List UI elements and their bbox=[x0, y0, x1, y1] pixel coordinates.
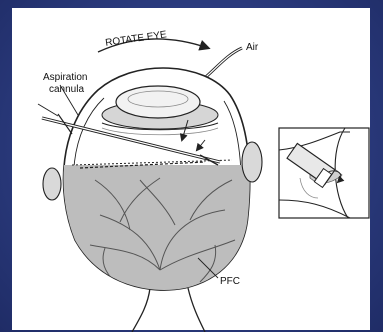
rotate-eye-label: ROTATE EYE bbox=[105, 29, 168, 49]
aspiration-cannula-label-1: Aspiration bbox=[43, 72, 87, 83]
left-muscle bbox=[43, 168, 61, 200]
aspiration-cannula-label-2: cannula bbox=[49, 84, 84, 95]
optic-nerve bbox=[132, 288, 205, 332]
right-muscle bbox=[242, 142, 262, 182]
pfc-label: PFC bbox=[220, 276, 240, 287]
inset-detail bbox=[279, 128, 369, 218]
air-label: Air bbox=[246, 42, 259, 53]
